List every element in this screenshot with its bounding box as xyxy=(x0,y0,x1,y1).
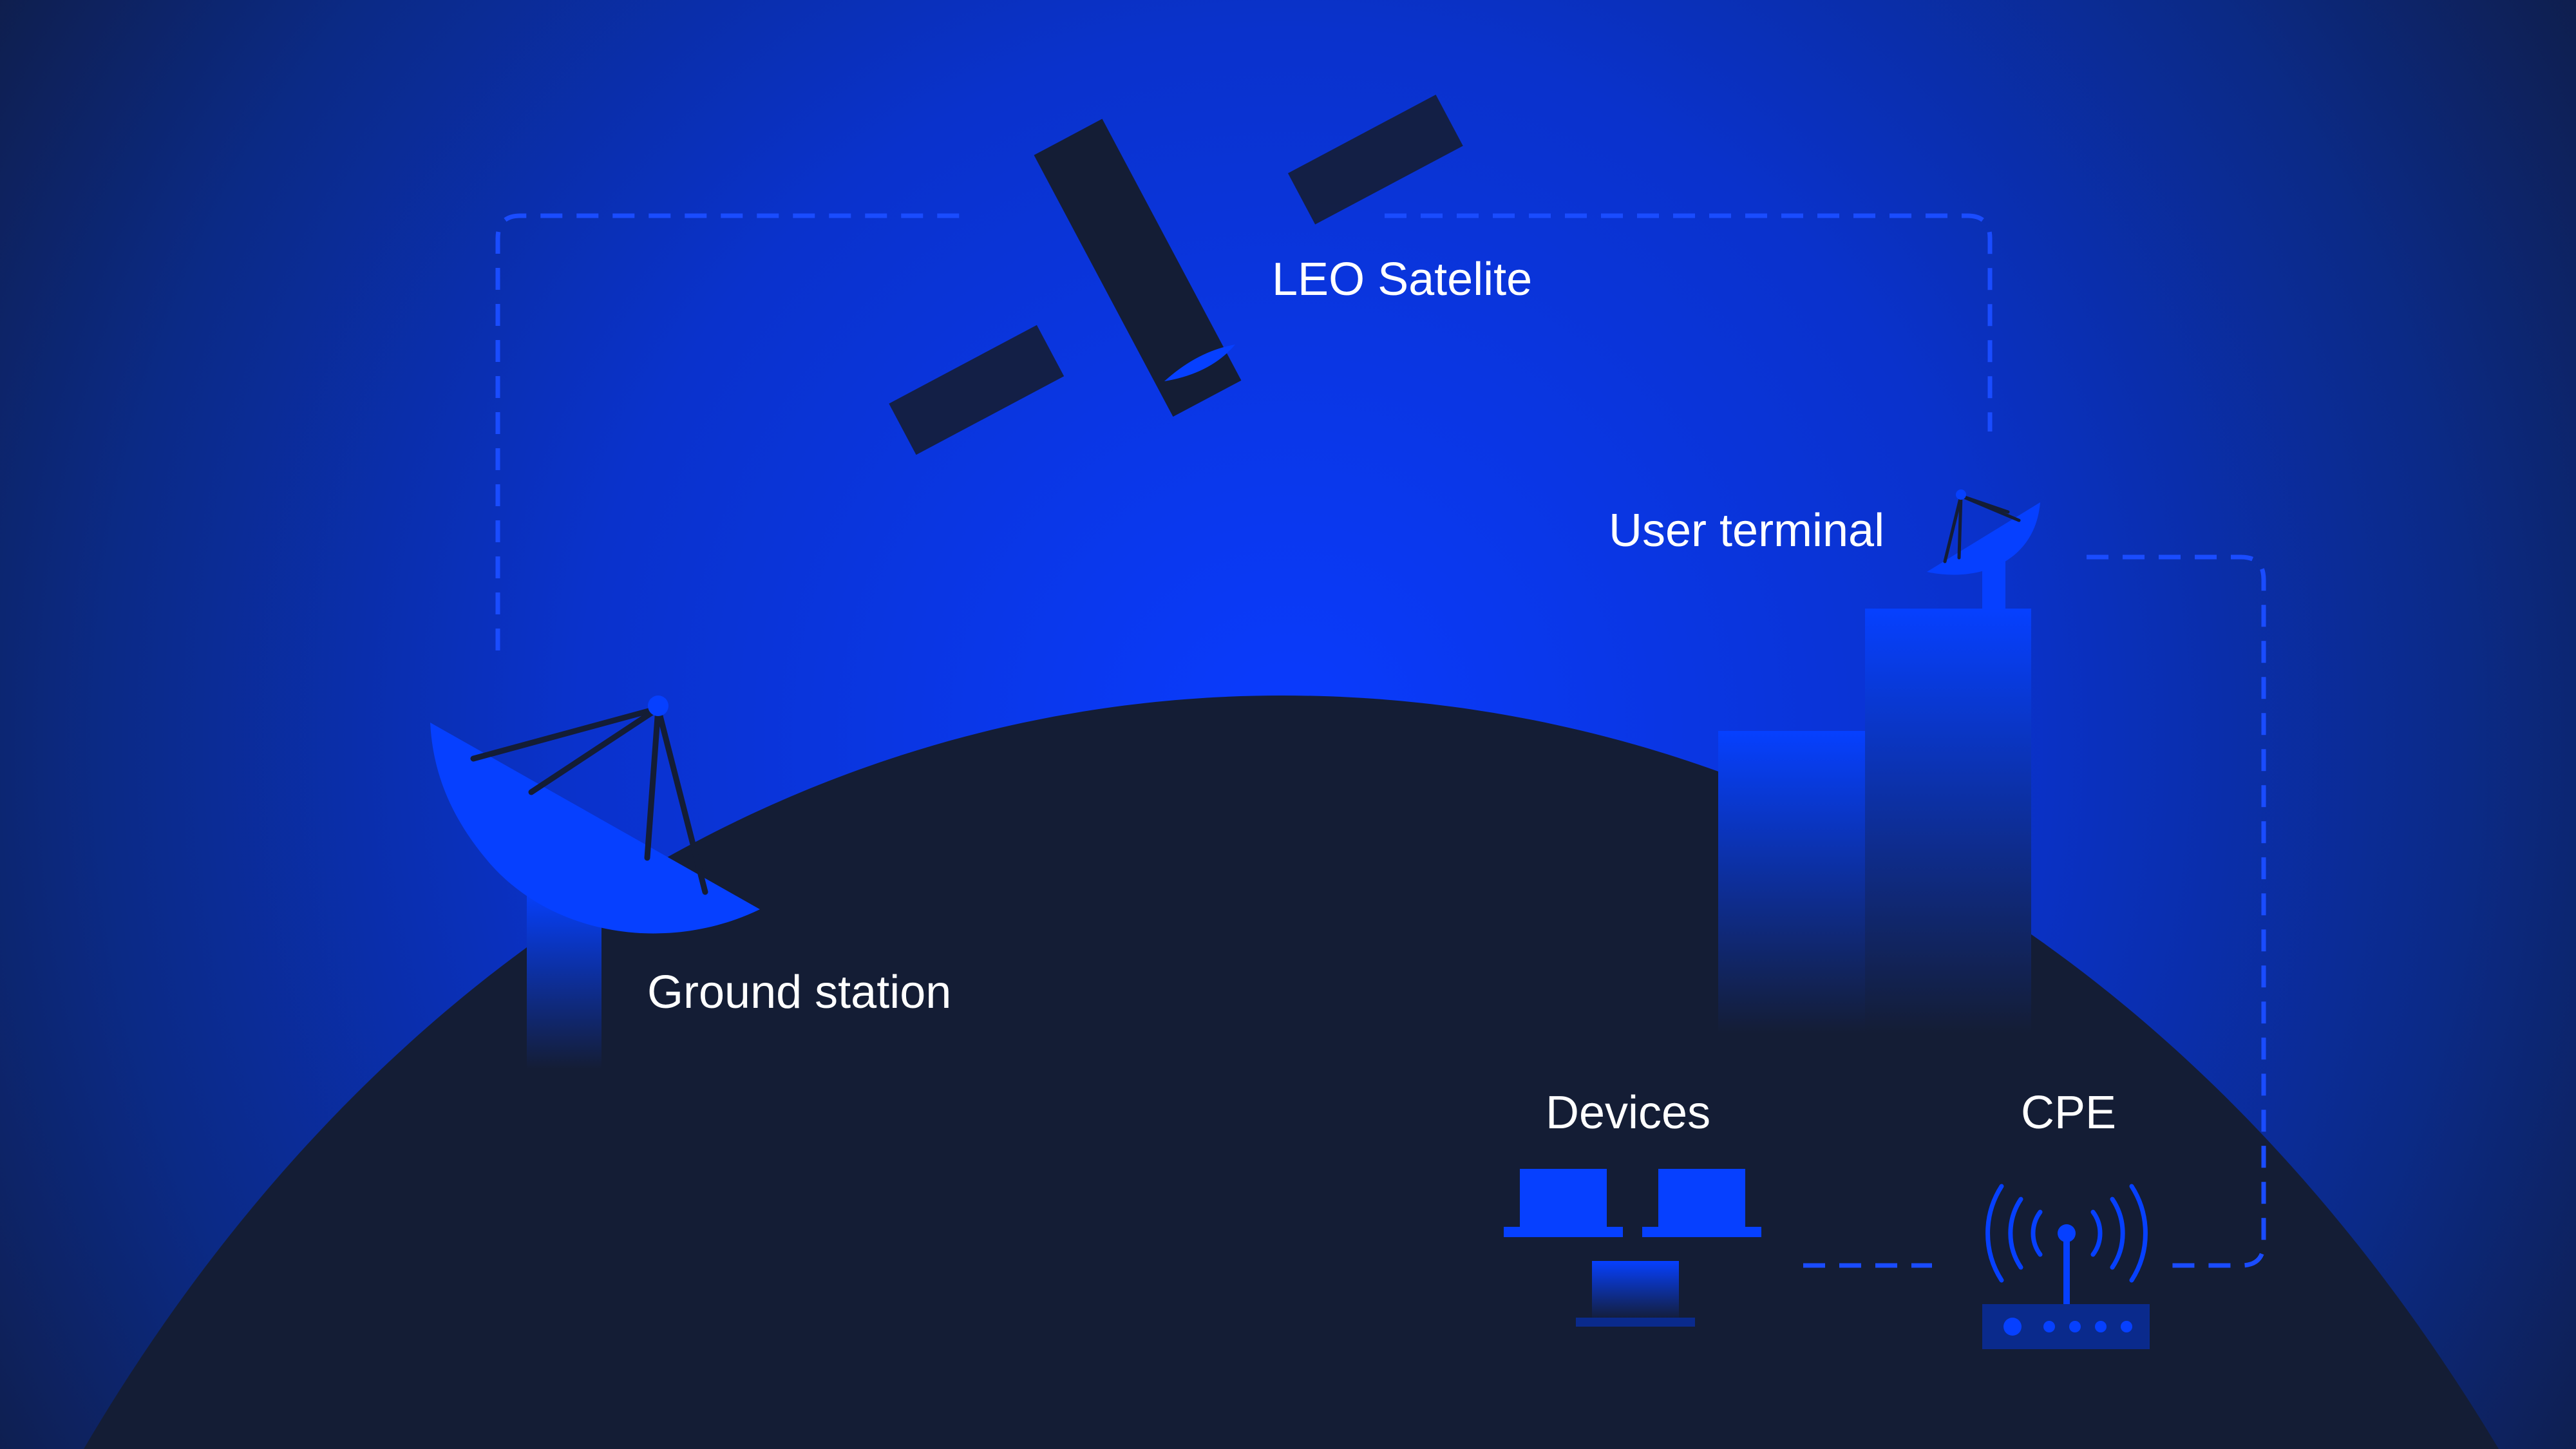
router-icon xyxy=(1982,1184,2150,1349)
link-ground-to-satellite xyxy=(495,213,966,650)
laptop-right-screen xyxy=(1658,1169,1745,1230)
ground-station-label: Ground station xyxy=(647,967,951,1018)
satellite-left-panel xyxy=(889,325,1065,455)
ground-station-dish xyxy=(430,723,760,934)
user-terminal-label: User terminal xyxy=(1609,505,1884,556)
cpe-label: CPE xyxy=(2021,1087,2116,1139)
laptop-icon xyxy=(1504,1169,1761,1327)
ground-station-feed xyxy=(648,696,668,716)
laptop-left-screen xyxy=(1520,1169,1607,1230)
satellite-label: LEO Satelite xyxy=(1272,254,1532,305)
building-tall xyxy=(1865,609,2031,1034)
small-dish-icon xyxy=(1927,489,2040,609)
satellite-dish-icon xyxy=(430,696,760,1069)
satellite-right-panel xyxy=(1287,94,1463,225)
laptop-right-base xyxy=(1642,1227,1761,1237)
satellite-antenna xyxy=(1164,345,1235,381)
devices-label: Devices xyxy=(1546,1087,1710,1139)
router-led-main xyxy=(2003,1318,2022,1336)
building-icon xyxy=(1718,609,2031,1034)
user-terminal-dish xyxy=(1927,502,2040,575)
link-terminal-to-cpe xyxy=(2087,554,2266,1268)
connection-lines xyxy=(495,213,2266,1268)
router-antenna xyxy=(2063,1233,2070,1304)
ground-station-struts xyxy=(470,705,708,895)
satellite-body xyxy=(1034,118,1242,417)
laptop-bottom-screen xyxy=(1592,1261,1679,1320)
laptop-left-base xyxy=(1504,1227,1623,1237)
router-signal-waves xyxy=(1985,1184,2148,1283)
building-short xyxy=(1718,731,1865,1034)
satellite-icon xyxy=(889,94,1463,455)
link-satellite-to-terminal xyxy=(1385,213,1993,431)
laptop-bottom-base xyxy=(1576,1318,1695,1327)
